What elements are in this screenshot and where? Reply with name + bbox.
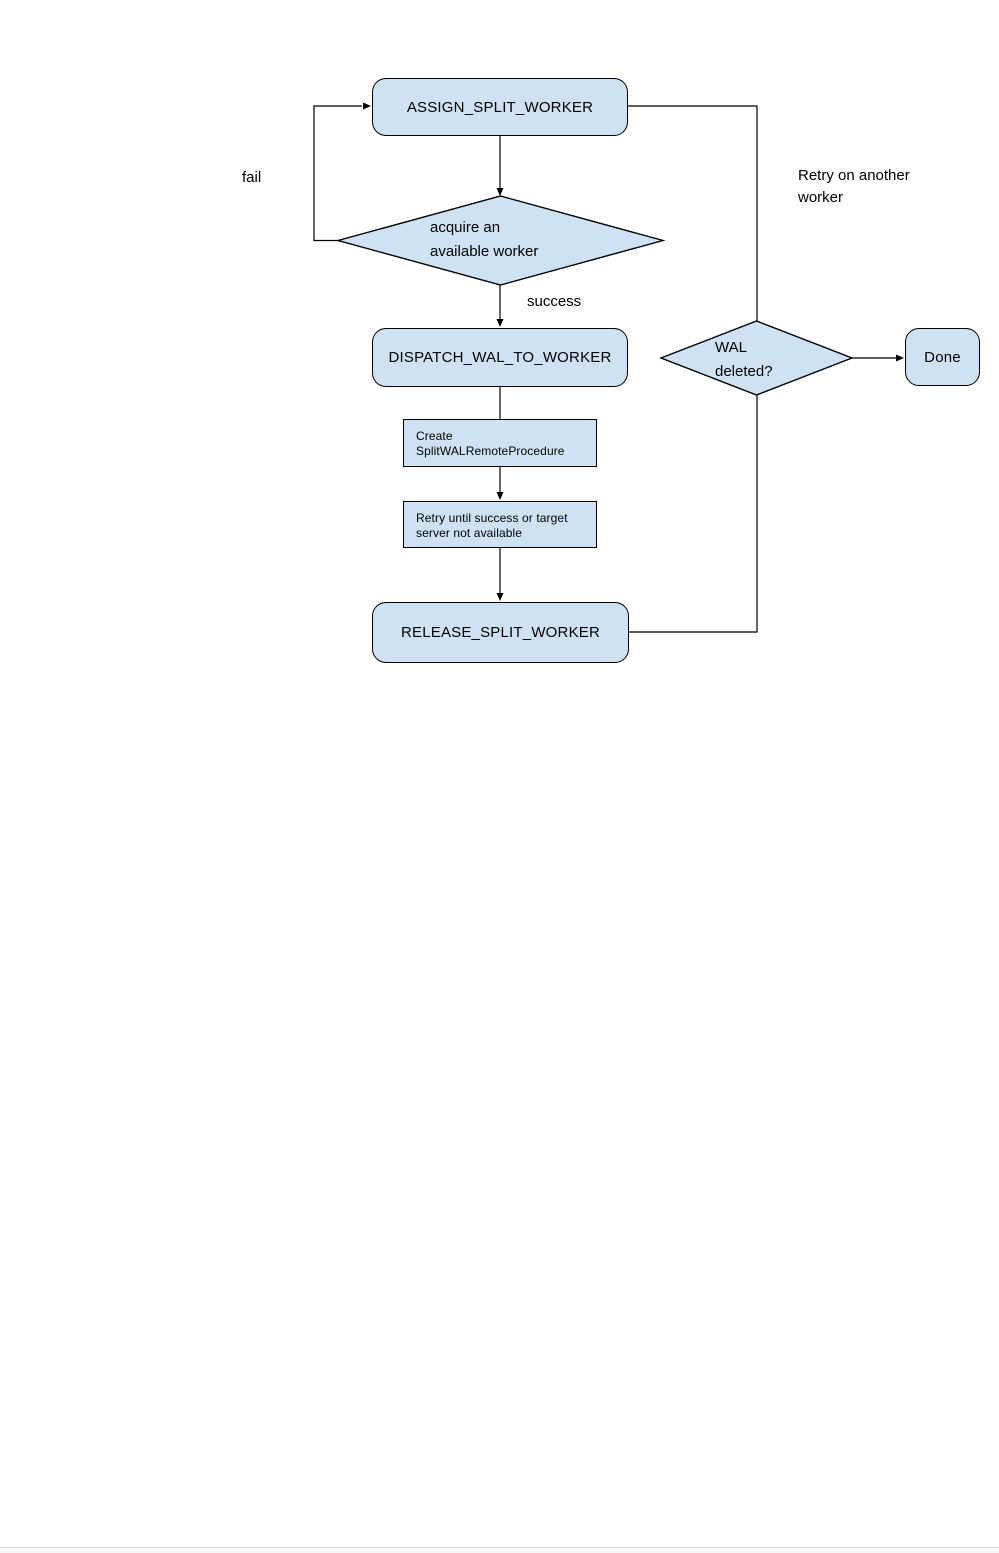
- arrowhead-into-release-icon: [496, 593, 504, 601]
- edge-label-retry-line2: worker: [798, 189, 844, 206]
- decision-acquire-worker-label: acquire an available worker: [430, 216, 538, 264]
- edge-label-retry-on-another-worker: Retry on another worker: [798, 165, 910, 209]
- decision-acquire-line1: acquire an: [430, 219, 501, 236]
- footer-divider: [0, 1547, 999, 1553]
- edge-fail-loop: [313, 105, 362, 242]
- node-dispatch-wal-to-worker: DISPATCH_WAL_TO_WORKER: [372, 328, 628, 387]
- decision-wal-deleted-line2: deleted?: [715, 363, 773, 380]
- node-release-split-worker-label: RELEASE_SPLIT_WORKER: [400, 624, 601, 641]
- arrowhead-into-dispatch-icon: [496, 319, 504, 327]
- edge-retry-on-another-worker: [628, 105, 758, 321]
- node-assign-split-worker: ASSIGN_SPLIT_WORKER: [372, 78, 628, 136]
- node-release-split-worker: RELEASE_SPLIT_WORKER: [372, 602, 629, 663]
- decision-acquire-line2: available worker: [430, 243, 539, 260]
- decision-wal-deleted-shape: [659, 320, 854, 396]
- note-create-line2: SplitWALRemoteProcedure: [416, 444, 565, 458]
- node-dispatch-wal-to-worker-label: DISPATCH_WAL_TO_WORKER: [388, 349, 612, 366]
- node-done-label: Done: [924, 348, 961, 366]
- note-create-splitwal-procedure: Create SplitWALRemoteProcedure: [403, 419, 597, 467]
- note-create-line1: Create: [416, 429, 453, 443]
- edge-release-to-wal-deleted: [629, 395, 758, 633]
- node-assign-split-worker-label: ASSIGN_SPLIT_WORKER: [406, 98, 594, 116]
- edge-label-success: success: [527, 293, 582, 310]
- edge-label-retry-line1: Retry on another: [798, 167, 910, 184]
- note-retry-line1: Retry until success or target: [416, 511, 568, 525]
- arrowhead-into-assign-icon: [363, 102, 371, 110]
- decision-acquire-worker-shape: [335, 195, 666, 286]
- note-retry-until-success: Retry until success or target server not…: [403, 501, 597, 548]
- note-retry-line2: server not available: [416, 526, 523, 540]
- node-done: Done: [905, 328, 980, 386]
- decision-wal-deleted-line1: WAL: [715, 339, 747, 356]
- arrowhead-into-acquire-icon: [496, 188, 504, 196]
- arrowhead-into-done-icon: [896, 354, 904, 362]
- edge-label-fail: fail: [242, 169, 262, 186]
- decision-wal-deleted-label: WAL deleted?: [715, 336, 773, 384]
- arrowhead-into-retry-note-icon: [496, 492, 504, 500]
